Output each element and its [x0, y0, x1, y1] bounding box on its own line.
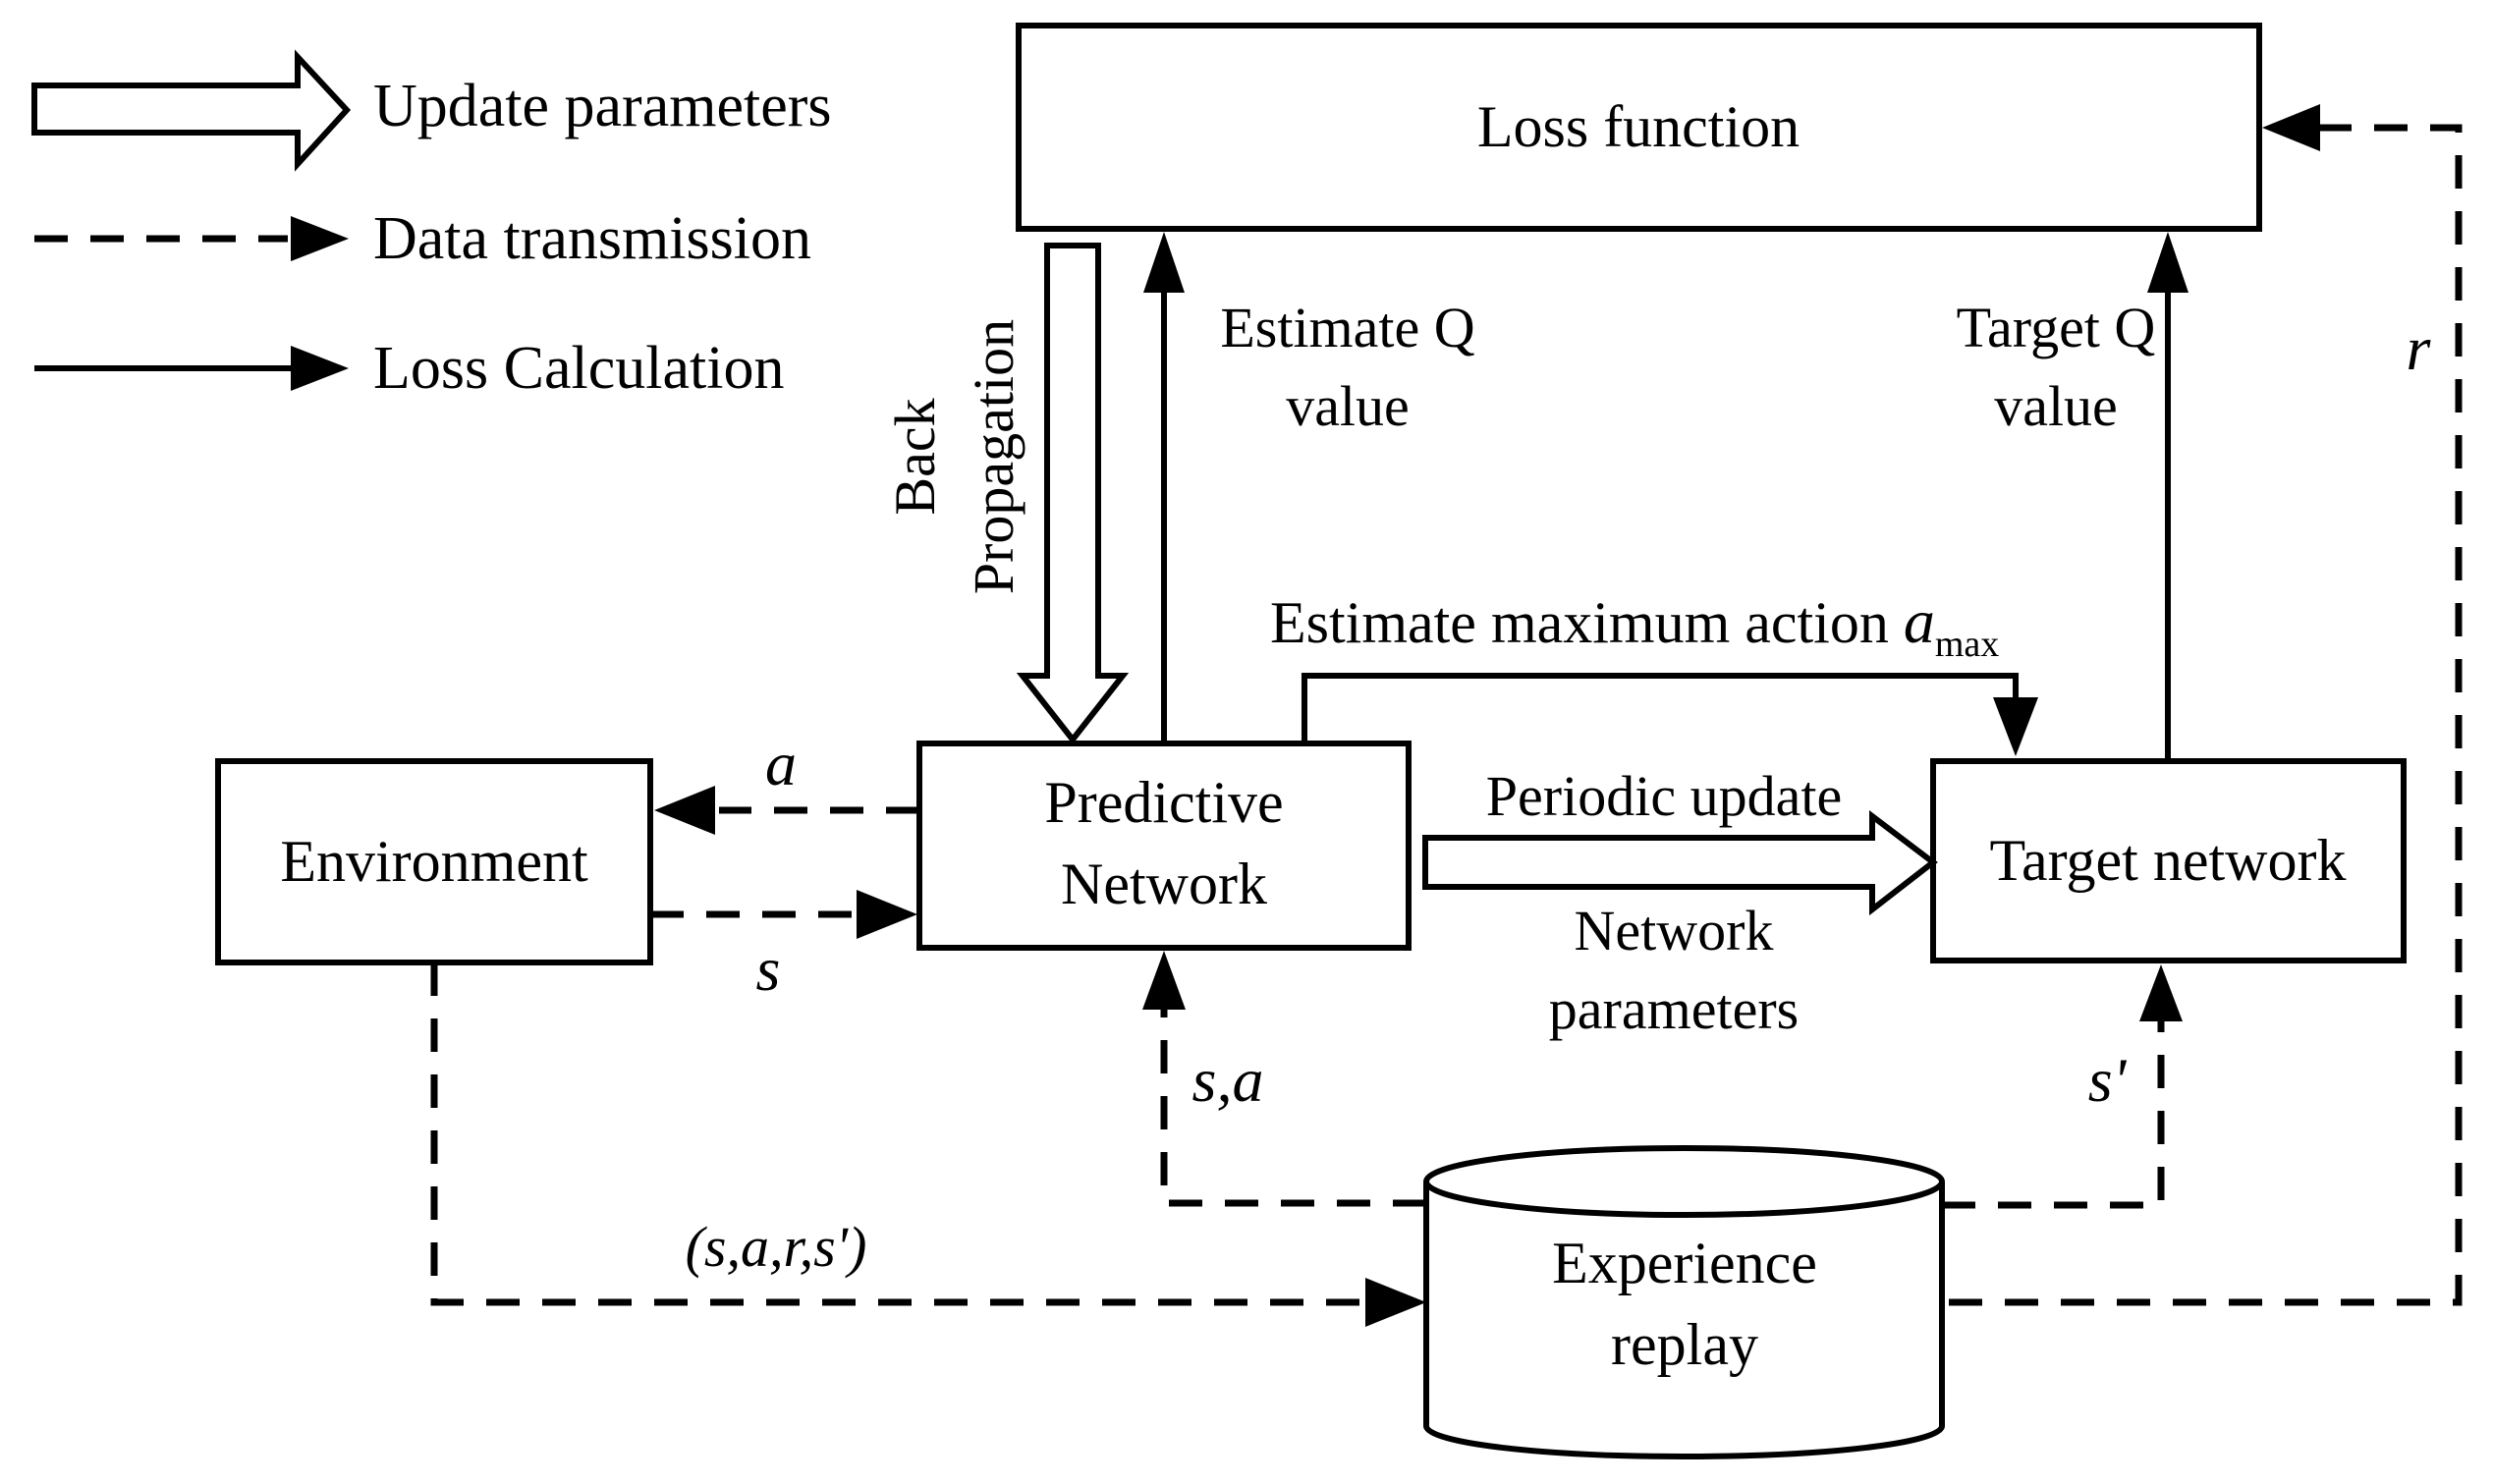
- amax-prefix: Estimate maximum action: [1270, 590, 1889, 655]
- action-a-arrowhead-icon: [654, 786, 715, 835]
- reward-r-dashed-arrow: [1942, 124, 2463, 1306]
- legend-label-data-transmission: Data transmission: [373, 205, 811, 272]
- network-parameters-label-line1: Network: [1574, 898, 1774, 962]
- environment-label: Environment: [280, 829, 588, 894]
- back-propagation-label-line1: Back: [882, 398, 947, 516]
- estimate-q-value-label: Estimate Q value: [1220, 289, 1474, 446]
- amax-elbow-solid-arrow: [1302, 673, 2019, 743]
- legend-dashed-arrow-icon: [34, 216, 349, 261]
- reward-r-label: r: [2406, 313, 2431, 383]
- experience-replay-label-line1: Experience: [1552, 1231, 1817, 1296]
- backprop-hollow-arrow-icon: [1016, 243, 1130, 744]
- sa-label: s,a: [1191, 1045, 1264, 1115]
- transition-tuple-arrowhead-icon: [1365, 1278, 1426, 1327]
- network-parameters-label: Network parameters: [1549, 892, 1799, 1049]
- periodic-update-label: Periodic update: [1485, 764, 1843, 828]
- predictive-network-label-line1: Predictive: [1044, 770, 1284, 836]
- transition-tuple-dashed-arrow: [430, 962, 1365, 1306]
- target-network-label: Target network: [1989, 828, 2347, 893]
- experience-replay-label: Experience replay: [1552, 1223, 1817, 1386]
- s-prime-arrowhead-icon: [2139, 964, 2183, 1021]
- action-a-label: a: [765, 729, 797, 798]
- legend-label-update-parameters: Update parameters: [373, 73, 832, 139]
- loss-function-box: [1016, 23, 2262, 232]
- target-q-arrowhead-icon: [2147, 232, 2188, 293]
- estimate-q-value-label-line2: value: [1286, 374, 1410, 438]
- reward-r-arrowhead-icon: [2262, 104, 2320, 151]
- estimate-maximum-action-label: Estimate maximum action amax: [1270, 590, 2000, 665]
- s-prime-dashed-arrow: [1942, 1021, 2165, 1209]
- transition-tuple-label: (s,a,r,s'): [685, 1215, 867, 1279]
- predictive-network-box: [916, 741, 1412, 951]
- cylinder-top-ellipse: [1423, 1145, 1945, 1218]
- state-s-arrowhead-icon: [857, 890, 917, 939]
- legend-label-loss-calculation: Loss Calculation: [373, 335, 785, 402]
- environment-box: [215, 758, 653, 965]
- loss-function-label: Loss function: [1476, 94, 1800, 159]
- sa-arrowhead-icon: [1142, 951, 1186, 1010]
- amax-variable: a: [1903, 586, 1935, 656]
- amax-subscript: max: [1934, 624, 2000, 665]
- experience-replay-label-line2: replay: [1611, 1312, 1758, 1377]
- s-prime-label: s': [2087, 1045, 2127, 1115]
- legend-hollow-arrow-icon: [31, 49, 352, 172]
- estimate-q-arrowhead-icon: [1143, 232, 1185, 293]
- target-q-value-label-line2: value: [1994, 374, 2118, 438]
- state-s-label: s: [755, 934, 781, 1004]
- sa-dashed-arrow: [1160, 1008, 1426, 1207]
- estimate-q-value-label-line1: Estimate Q: [1220, 295, 1475, 359]
- legend-solid-arrow-icon: [34, 346, 349, 391]
- target-q-value-label: Target Q value: [1957, 289, 2156, 446]
- predictive-network-label: Predictive Network: [1044, 762, 1283, 925]
- experience-replay-cylinder: [1423, 1145, 1945, 1459]
- target-network-box: [1930, 758, 2407, 963]
- predictive-network-label-line2: Network: [1061, 852, 1267, 916]
- periodic-update-hollow-arrow-icon: [1422, 809, 1938, 916]
- back-propagation-label: Back Propagation: [876, 319, 1033, 594]
- network-parameters-label-line2: parameters: [1548, 977, 1800, 1041]
- amax-arrowhead-icon: [1993, 697, 2038, 756]
- target-q-value-label-line1: Target Q: [1956, 295, 2156, 359]
- back-propagation-label-line2: Propagation: [962, 318, 1025, 595]
